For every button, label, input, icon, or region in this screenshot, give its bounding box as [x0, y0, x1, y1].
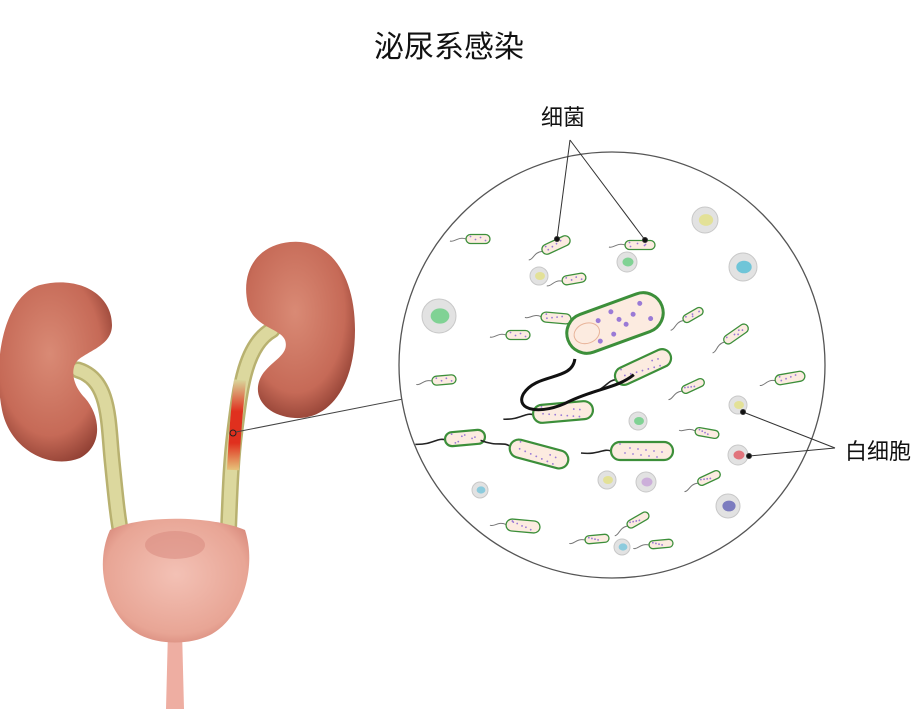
bacterium	[489, 329, 531, 341]
white-blood-cell	[616, 251, 638, 273]
bacterium	[503, 400, 595, 424]
bacterium	[759, 370, 806, 386]
white-blood-cell	[421, 298, 457, 334]
white-blood-cell	[471, 481, 489, 499]
large-bacterium	[520, 291, 665, 412]
bacterium	[569, 533, 610, 545]
bacterium	[633, 538, 674, 550]
white-blood-cell	[628, 411, 648, 431]
right-kidney	[246, 241, 355, 419]
inflamed-ureter-segment	[227, 379, 246, 471]
white-blood-cell	[597, 470, 617, 490]
bacterium	[668, 377, 705, 401]
white-blood-cell	[715, 493, 741, 519]
bacterium	[712, 323, 749, 354]
bacterium	[416, 374, 457, 386]
page-title: 泌尿系感染	[374, 30, 524, 65]
white-blood-cell	[635, 471, 657, 493]
bacterium	[614, 511, 650, 537]
bacterium	[528, 235, 571, 261]
bacterium	[489, 518, 541, 534]
bacterium	[589, 348, 673, 395]
white-blood-cell	[727, 444, 749, 466]
white-blood-cell	[691, 206, 719, 234]
white-blood-cell-label: 白细胞	[845, 440, 912, 465]
bladder	[102, 518, 250, 643]
bacterium	[670, 306, 704, 331]
wbc-leader-lines	[740, 409, 836, 459]
bacterium	[449, 233, 491, 245]
magnify-pointer-line	[235, 397, 409, 433]
inflammation-marker	[229, 429, 237, 437]
white-blood-cell	[529, 266, 549, 286]
white-blood-cell	[613, 538, 631, 556]
bacterium	[480, 438, 570, 470]
bacterium	[684, 469, 721, 493]
bacterium	[678, 426, 720, 440]
left-kidney	[0, 282, 112, 462]
bacteria-leader-lines	[554, 139, 648, 243]
bacterium	[415, 428, 487, 448]
microscope-view	[398, 151, 826, 579]
bacterium	[546, 272, 587, 287]
bacteria-label: 细菌	[541, 106, 586, 131]
bacterium	[580, 440, 675, 462]
urethra	[166, 630, 184, 709]
bacterium	[608, 239, 656, 251]
white-blood-cell	[728, 252, 758, 282]
